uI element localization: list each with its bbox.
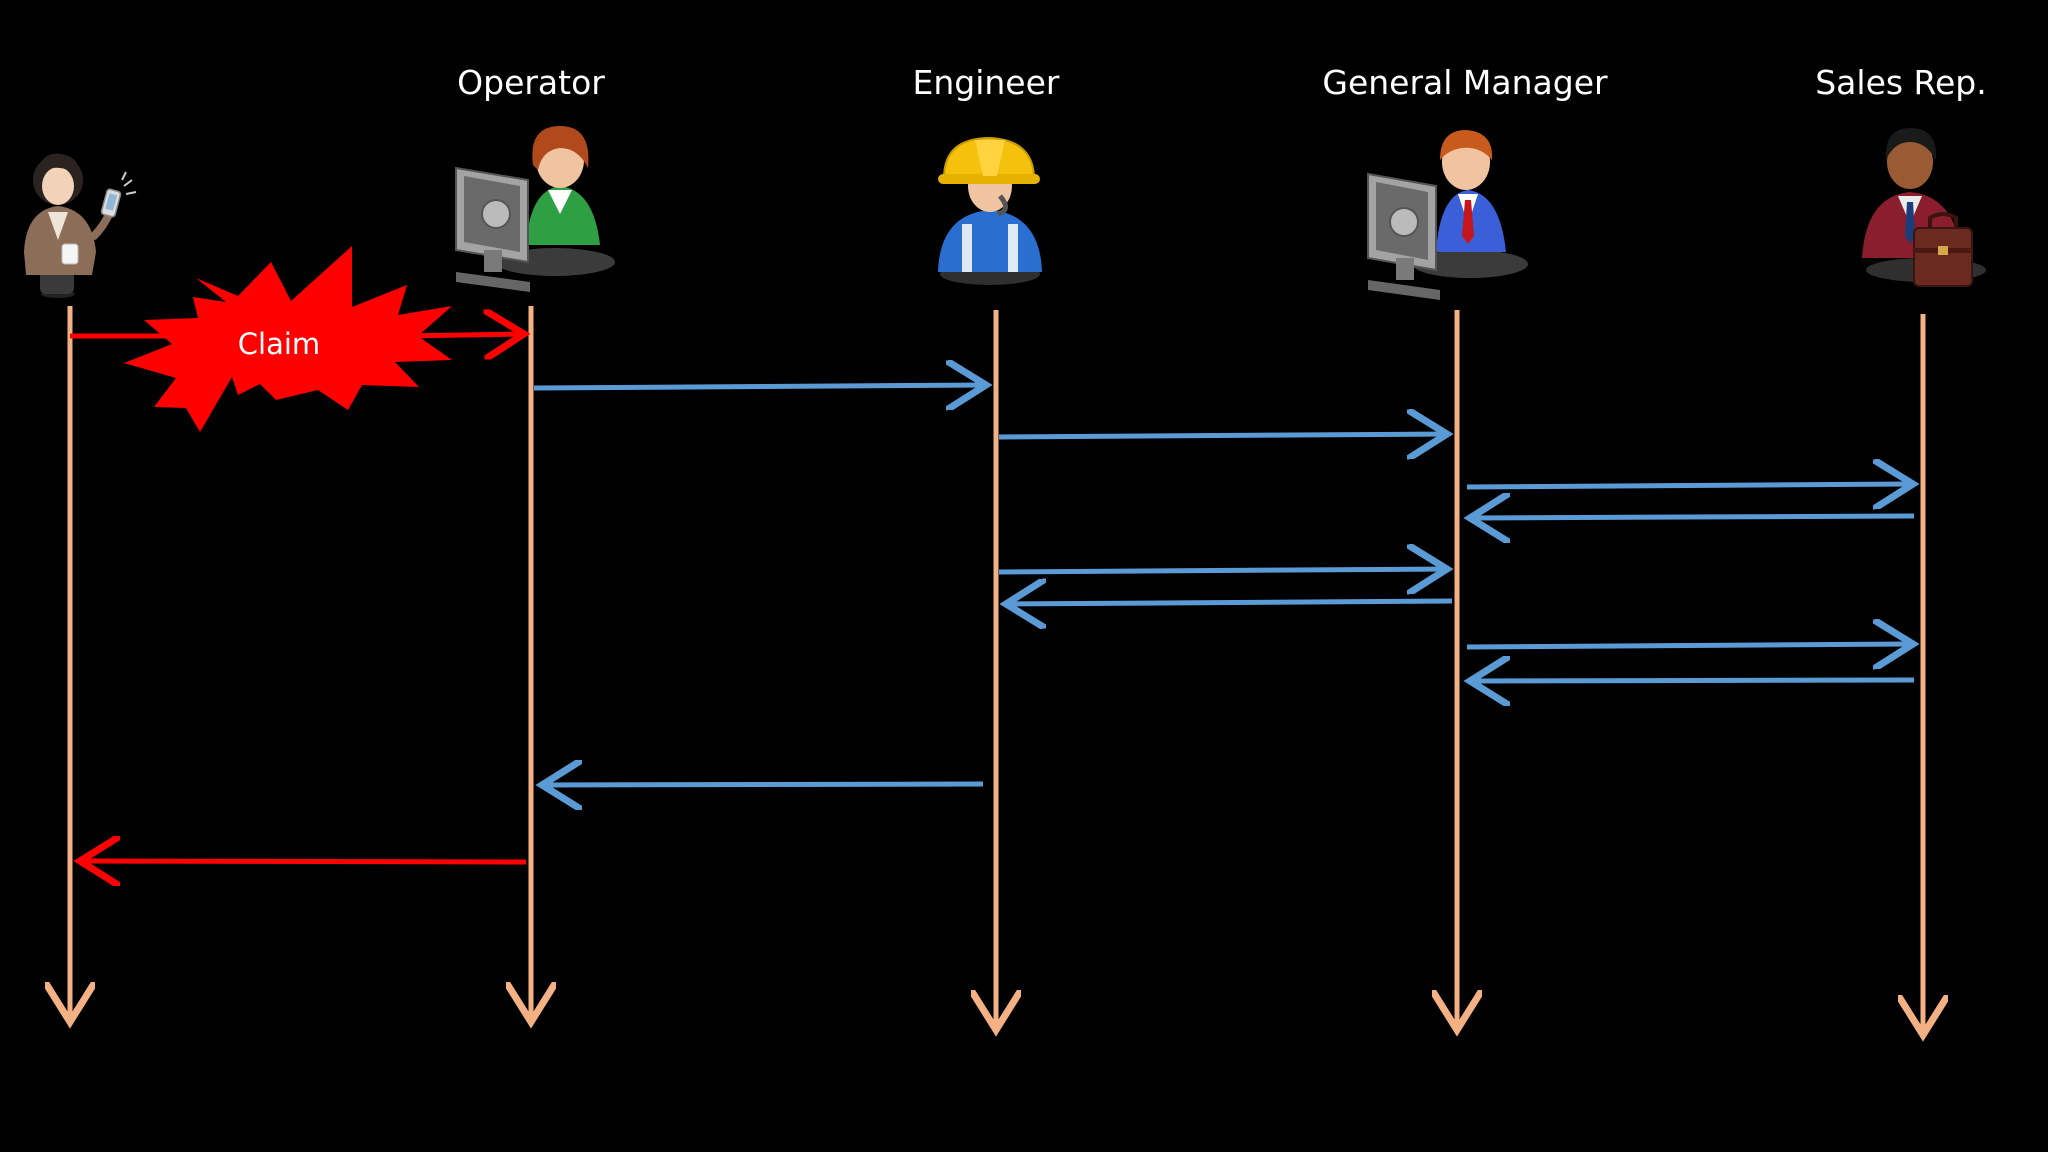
message-sales-rep-to-general-manager-1	[1470, 516, 1915, 518]
sales-rep-briefcase-icon	[1862, 128, 1986, 287]
message-customer-to-operator	[399, 334, 524, 336]
message-engineer-to-general-manager-1	[998, 434, 1447, 437]
operator-at-computer-icon	[455, 126, 615, 292]
message-sales-rep-to-general-manager-2	[1470, 680, 1915, 681]
actor-label-sales-rep: Sales Rep.	[1815, 63, 1987, 102]
message-operator-to-customer	[80, 861, 527, 862]
actor-label-general-manager: General Manager	[1322, 63, 1608, 102]
lifelines	[70, 306, 1923, 1035]
message-general-manager-to-sales-rep-1	[1466, 484, 1913, 487]
message-general-manager-to-sales-rep-2	[1466, 644, 1913, 647]
customer-on-phone-icon	[24, 153, 137, 298]
message-engineer-to-general-manager-2	[998, 569, 1447, 572]
claim-label: Claim	[238, 327, 320, 361]
manager-at-computer-icon	[1367, 130, 1528, 300]
messages	[70, 334, 1914, 862]
message-operator-to-engineer	[533, 385, 986, 388]
claim-burst	[124, 246, 452, 432]
actor-label-engineer: Engineer	[913, 63, 1060, 102]
engineer-hardhat-icon	[938, 136, 1042, 285]
message-general-manager-to-engineer	[1006, 601, 1453, 604]
message-engineer-to-operator	[542, 784, 984, 785]
actor-label-operator: Operator	[457, 63, 605, 102]
